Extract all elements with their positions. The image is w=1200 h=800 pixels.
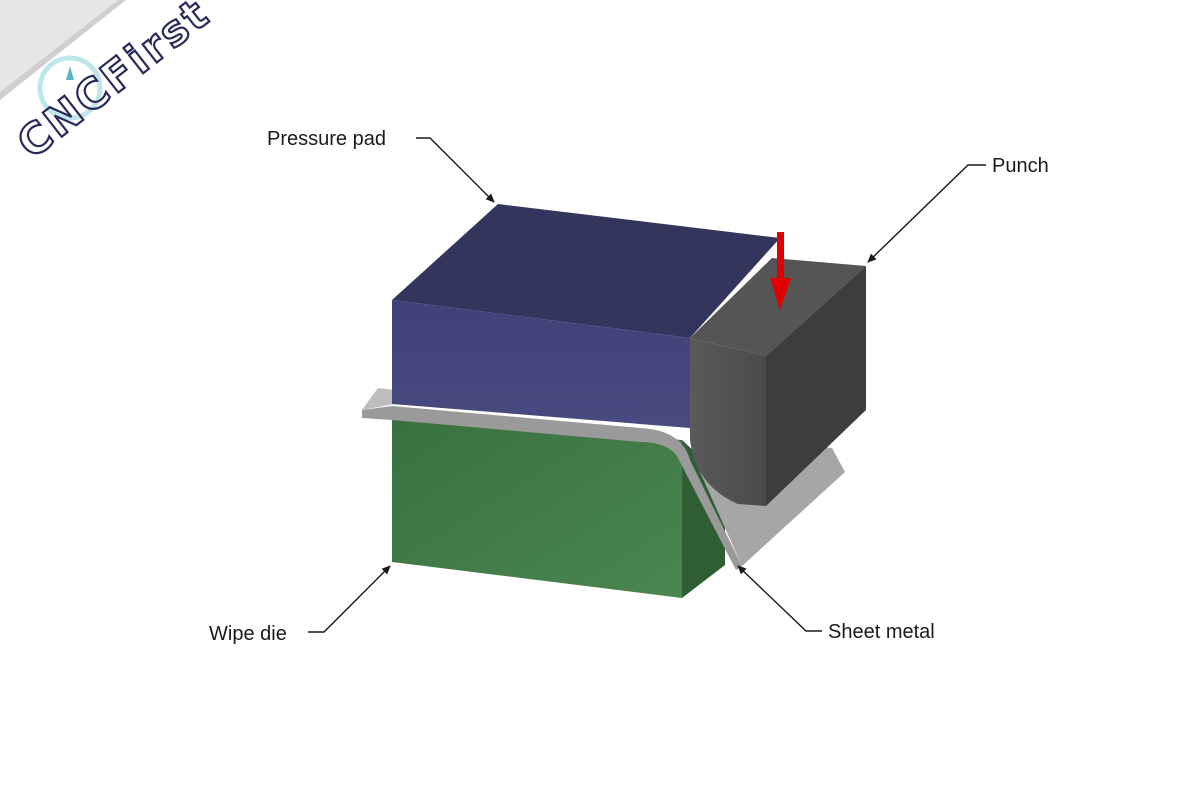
pressure-pad-front-face bbox=[392, 300, 690, 428]
pressure-pad-top-face bbox=[392, 204, 780, 338]
watermark: CNCFirst bbox=[0, 0, 220, 169]
pressure-pad-label: Pressure pad bbox=[267, 128, 386, 150]
gauge-logo-icon bbox=[37, 55, 103, 121]
sheet-metal-label: Sheet metal bbox=[828, 621, 935, 643]
punch-top-face bbox=[690, 258, 866, 356]
sheet-metal-leader bbox=[737, 565, 822, 632]
wipe-die-front-face bbox=[392, 416, 682, 598]
wipe-die-leader bbox=[308, 565, 391, 633]
pressure-pad bbox=[392, 204, 780, 428]
pressure-pad-leader bbox=[416, 137, 495, 203]
leader-lines bbox=[308, 137, 986, 633]
punch bbox=[690, 258, 866, 506]
sheet-metal-top-face bbox=[362, 388, 395, 410]
punch-leader bbox=[867, 164, 986, 263]
punch-front-face bbox=[690, 338, 766, 506]
punch-side-face bbox=[766, 266, 866, 506]
watermark-band-edge bbox=[0, 0, 126, 100]
punch-motion-arrow-icon bbox=[770, 232, 791, 310]
wipe-die-label: Wipe die bbox=[209, 623, 287, 645]
punch-label: Punch bbox=[992, 155, 1049, 177]
